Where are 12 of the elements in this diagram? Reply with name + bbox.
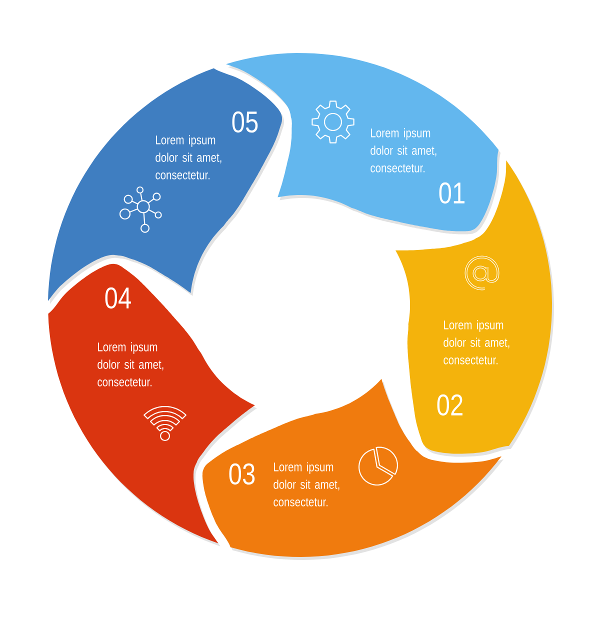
description-text: Lorem ipsum dolor sit amet, consectetur. — [444, 320, 510, 364]
step-number: 05 — [232, 111, 258, 133]
step-number: 03 — [229, 463, 255, 485]
ring-segment — [202, 378, 504, 560]
description-text: Lorem ipsum dolor sit amet, consectetur. — [274, 462, 340, 506]
description-text: Lorem ipsum dolor sit amet, consectetur. — [98, 342, 164, 386]
step-number: 02 — [437, 394, 462, 416]
ring-segment — [48, 264, 257, 546]
description-text: Lorem ipsum dolor sit amet, consectetur. — [156, 135, 222, 180]
step-number: 04 — [105, 287, 131, 309]
description-text: Lorem ipsum dolor sit amet, consectetur. — [370, 128, 436, 172]
step-number: 01 — [439, 182, 464, 204]
